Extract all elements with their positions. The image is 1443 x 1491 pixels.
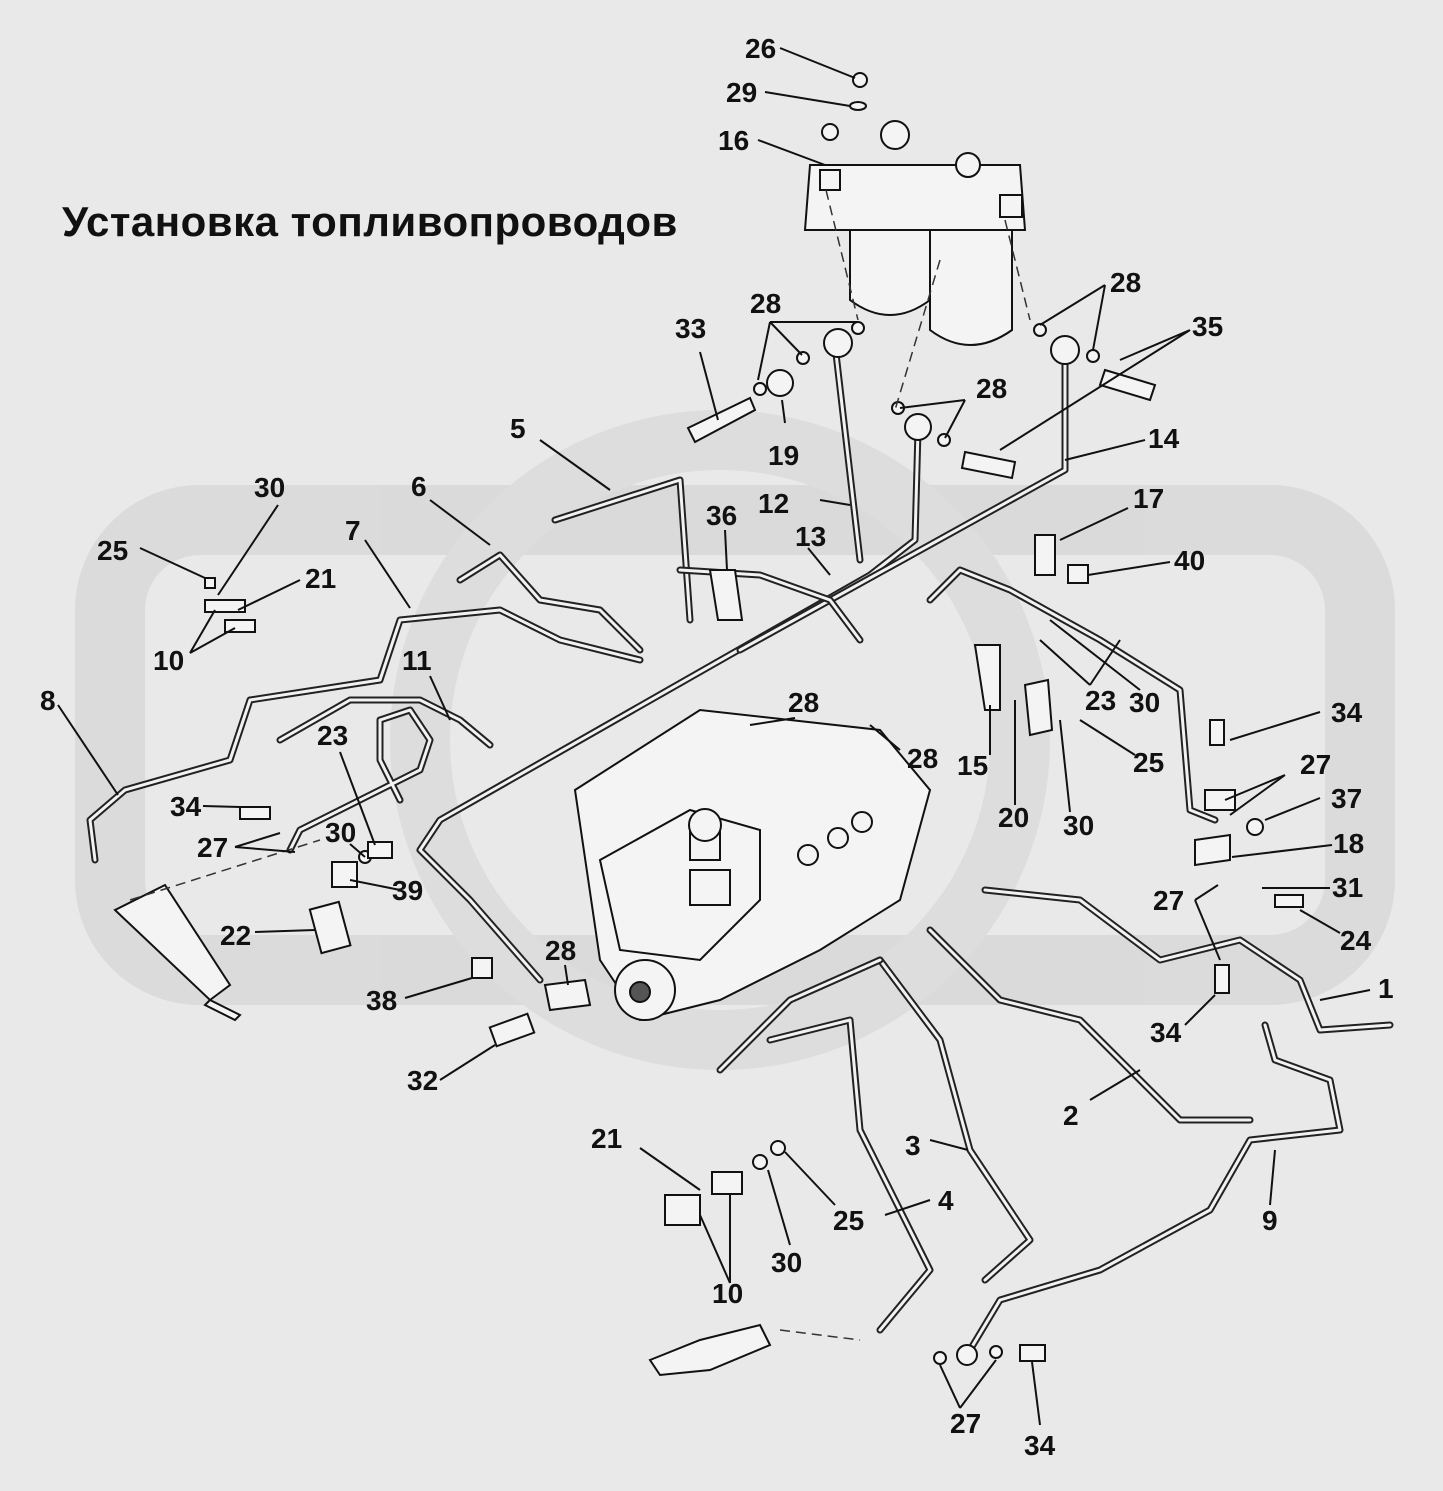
callout-28: 28 — [1110, 267, 1141, 298]
callout-32: 32 — [407, 1065, 438, 1096]
callout-26: 26 — [745, 33, 776, 64]
callout-20: 20 — [998, 802, 1029, 833]
callout-11: 11 — [402, 645, 432, 676]
callout-27: 27 — [197, 832, 228, 863]
alignment-lines — [129, 189, 1031, 1341]
callout-1: 1 — [1378, 973, 1394, 1004]
fuel-pipes — [86, 341, 1394, 1354]
callout-29: 29 — [726, 77, 757, 108]
leader-lines — [57, 47, 1371, 1426]
callout-39: 39 — [392, 875, 423, 906]
callout-24: 24 — [1340, 925, 1372, 956]
callout-27: 27 — [1300, 749, 1331, 780]
callout-25: 25 — [833, 1205, 864, 1236]
callout-6: 6 — [411, 471, 427, 502]
callout-27: 27 — [950, 1408, 981, 1439]
fuel-filter-assembly — [803, 72, 1027, 346]
callout-23: 23 — [317, 720, 348, 751]
callout-5: 5 — [510, 413, 526, 444]
callout-25: 25 — [97, 535, 128, 566]
callout-7: 7 — [345, 515, 361, 546]
callout-25: 25 — [1133, 747, 1164, 778]
injector-bottom — [648, 1323, 772, 1377]
callout-37: 37 — [1331, 783, 1362, 814]
callout-8: 8 — [40, 685, 56, 716]
callout-3: 3 — [905, 1130, 921, 1161]
callout-30: 30 — [254, 472, 285, 503]
callout-28: 28 — [907, 743, 938, 774]
callout-30: 30 — [1063, 810, 1094, 841]
callout-numbers: 26 29 16 28 28 33 35 28 19 5 14 30 6 12 … — [40, 33, 1394, 1461]
callout-35: 35 — [1192, 311, 1223, 342]
callout-22: 22 — [220, 920, 251, 951]
callout-10: 10 — [153, 645, 184, 676]
callout-16: 16 — [718, 125, 749, 156]
injector-left — [113, 883, 242, 1022]
callout-15: 15 — [957, 750, 988, 781]
callout-13: 13 — [795, 521, 826, 552]
injection-pump — [573, 708, 932, 1022]
callout-2: 2 — [1063, 1100, 1079, 1131]
callout-18: 18 — [1333, 828, 1364, 859]
callout-36: 36 — [706, 500, 737, 531]
callout-12: 12 — [758, 488, 789, 519]
callout-10: 10 — [712, 1278, 743, 1309]
callout-17: 17 — [1133, 483, 1164, 514]
callout-27: 27 — [1153, 885, 1184, 916]
callout-40: 40 — [1174, 545, 1205, 576]
callout-30: 30 — [771, 1247, 802, 1278]
callout-14: 14 — [1148, 423, 1180, 454]
callout-34: 34 — [1331, 697, 1363, 728]
callout-33: 33 — [675, 313, 706, 344]
callout-34: 34 — [1150, 1017, 1182, 1048]
callout-19: 19 — [768, 440, 799, 471]
callout-21: 21 — [591, 1123, 622, 1154]
callout-4: 4 — [938, 1185, 954, 1216]
callout-30: 30 — [325, 817, 356, 848]
callout-38: 38 — [366, 985, 397, 1016]
callout-21: 21 — [305, 563, 336, 594]
callout-28: 28 — [976, 373, 1007, 404]
callout-28: 28 — [545, 935, 576, 966]
diagram-title: Установка топливопроводов — [62, 198, 678, 245]
callout-34: 34 — [170, 791, 202, 822]
callout-23: 23 — [1085, 685, 1116, 716]
callout-34: 34 — [1024, 1430, 1056, 1461]
callout-28: 28 — [788, 687, 819, 718]
callout-31: 31 — [1332, 872, 1363, 903]
callout-30: 30 — [1129, 687, 1160, 718]
callout-28: 28 — [750, 288, 781, 319]
callout-9: 9 — [1262, 1205, 1278, 1236]
